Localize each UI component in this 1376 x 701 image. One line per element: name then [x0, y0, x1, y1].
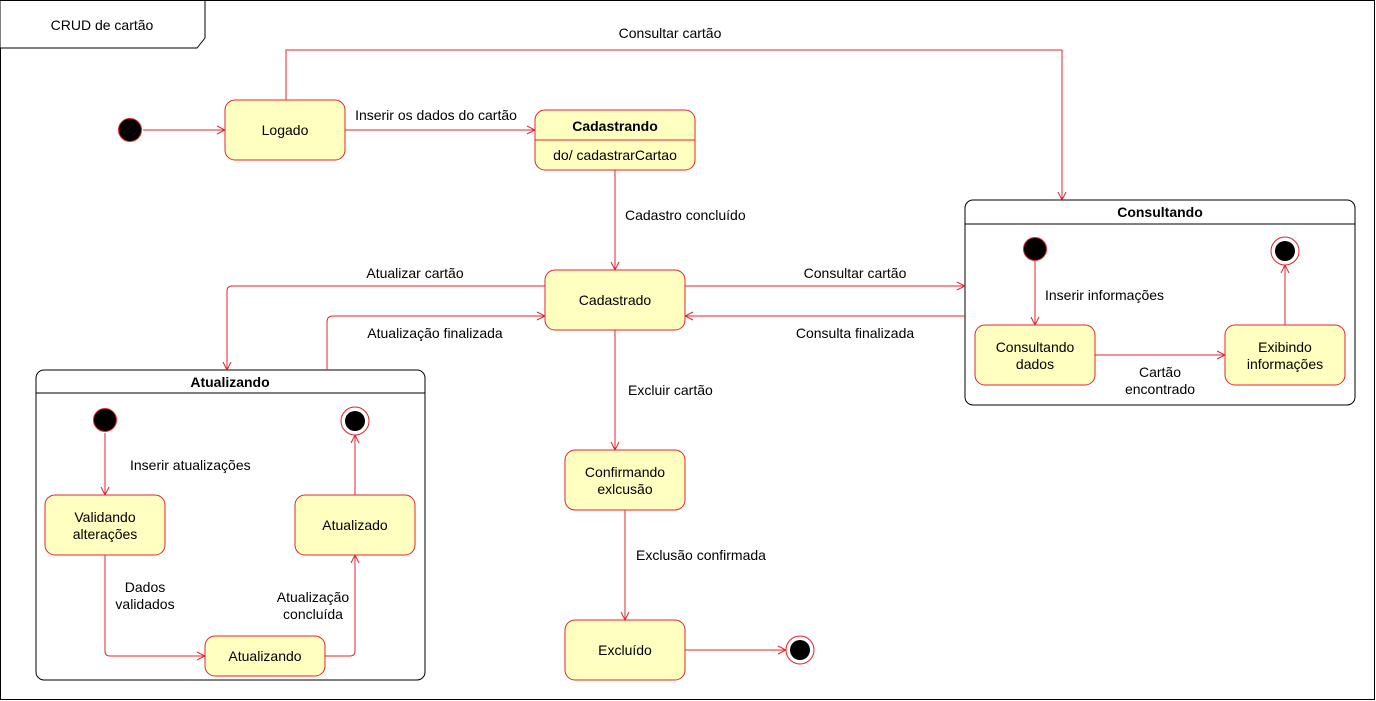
label-excluir-cartao: Excluir cartão — [628, 382, 713, 398]
frame-title-tab — [0, 0, 206, 49]
label-dados-validados-line2: validados — [115, 596, 174, 612]
state-confirmando-line1: Confirmando — [585, 464, 665, 480]
label-inserir-informacoes: Inserir informações — [1045, 287, 1164, 303]
label-atualizar-cartao: Atualizar cartão — [366, 265, 463, 281]
label-cadastro-concluido: Cadastro concluído — [625, 207, 746, 223]
label-exclusao-confirmada: Exclusão confirmada — [636, 547, 766, 563]
initial-node[interactable] — [118, 118, 142, 142]
frame-title: CRUD de cartão — [51, 17, 154, 33]
state-cadastrado-label: Cadastrado — [579, 292, 652, 308]
edge-atualizando-to-cadastrado — [326, 316, 545, 370]
consultando-initial-node[interactable] — [1023, 237, 1047, 261]
state-atualizando-inner[interactable]: Atualizando — [204, 635, 326, 677]
composite-state-atualizando[interactable]: Atualizando — [35, 369, 426, 681]
label-inserir-atualizacoes: Inserir atualizações — [130, 457, 251, 473]
label-consultar-top: Consultar cartão — [619, 25, 722, 41]
edge-atualizando-inner-to-atualizado — [325, 555, 355, 657]
label-atualizacao-concluida-line2: concluída — [283, 606, 343, 622]
state-exibindo-informacoes[interactable]: Exibindo informações — [1224, 324, 1346, 386]
label-atualizacao-finalizada: Atualização finalizada — [367, 325, 503, 341]
label-cartao-encontrado-line2: encontrado — [1125, 381, 1195, 397]
composite-consultando-title: Consultando — [1117, 204, 1203, 220]
state-atualizado-label: Atualizado — [322, 517, 388, 533]
state-exibindo-line1: Exibindo — [1258, 339, 1312, 355]
label-atualizacao-concluida-line1: Atualização — [277, 589, 350, 605]
state-validando-alteracoes[interactable]: Validando alterações — [44, 494, 166, 556]
state-consultando-dados-line1: Consultando — [996, 339, 1075, 355]
state-excluido-label: Excluído — [598, 642, 652, 658]
edge-cadastrado-to-atualizando — [227, 285, 545, 370]
state-exibindo-line2: informações — [1247, 356, 1323, 372]
state-confirmando-line2: exlcusão — [597, 481, 652, 497]
state-atualizado[interactable]: Atualizado — [294, 494, 416, 556]
edge-logado-to-consultando — [285, 49, 1062, 200]
state-consultando-dados[interactable]: Consultando dados — [974, 324, 1096, 386]
consultando-final-node[interactable] — [1270, 236, 1300, 266]
atualizando-initial-node[interactable] — [93, 408, 117, 432]
state-logado-label: Logado — [262, 122, 309, 138]
final-node[interactable] — [785, 635, 815, 665]
state-atualizando-inner-label: Atualizando — [228, 648, 301, 664]
state-logado[interactable]: Logado — [224, 99, 346, 161]
atualizando-final-node[interactable] — [340, 406, 370, 436]
state-validando-line1: Validando — [74, 509, 135, 525]
label-dados-validados-line1: Dados — [125, 579, 165, 595]
label-consultar-cartao: Consultar cartão — [804, 265, 907, 281]
state-confirmando-exclusao[interactable]: Confirmando exlcusão — [564, 449, 686, 511]
state-excluido[interactable]: Excluído — [564, 619, 686, 681]
state-cadastrado[interactable]: Cadastrado — [544, 269, 686, 331]
state-cadastrando[interactable]: Cadastrando do/ cadastrarCartao — [534, 109, 696, 171]
label-cartao-encontrado-line1: Cartão — [1139, 364, 1181, 380]
state-cadastrando-action: do/ cadastrarCartao — [553, 147, 677, 163]
label-consulta-finalizada: Consulta finalizada — [796, 325, 915, 341]
state-consultando-dados-line2: dados — [1016, 356, 1054, 372]
label-inserir-dados: Inserir os dados do cartão — [355, 107, 517, 123]
state-validando-line2: alterações — [73, 526, 138, 542]
state-cadastrando-name: Cadastrando — [572, 118, 658, 134]
composite-atualizando-title: Atualizando — [190, 374, 269, 390]
edge-validando-to-atualizando-inner — [104, 555, 205, 656]
